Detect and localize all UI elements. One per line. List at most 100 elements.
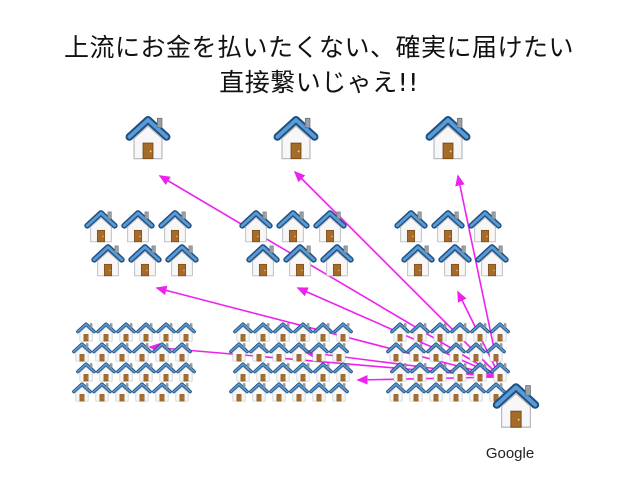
house-icon [129,118,166,158]
house-icon [329,381,349,403]
house-icon [161,212,189,242]
house-icon [471,212,499,242]
house-icon [249,341,269,363]
house-icon [313,361,333,383]
house-icon [333,321,353,343]
connection-arrow [455,174,501,378]
house-icon [309,381,329,403]
house-icon [426,381,446,403]
house-icon [116,361,136,383]
house-icon [116,321,136,343]
house-icon [72,381,92,403]
house-icon [429,118,466,158]
house-icon [176,321,196,343]
house-icon [289,381,309,403]
house-icon [229,341,249,363]
house-icon [76,361,96,383]
house-icon [386,381,406,403]
house-icon [269,381,289,403]
house-icon [286,246,314,276]
house-icon [430,321,450,343]
house-icon [390,321,410,343]
house-icon [277,118,314,158]
house-icon [131,246,159,276]
house-icon [486,341,506,363]
house-icon [92,341,112,363]
slide-title: 上流にお金を払いたくない、確実に届けたい [63,33,574,62]
house-icon [430,361,450,383]
house-icon [132,341,152,363]
house-icon [249,381,269,403]
house-icon [293,321,313,343]
house-icon [406,381,426,403]
house-icon [94,246,122,276]
house-icon [446,381,466,403]
house-icon [316,212,344,242]
slide-subtitle: 直接繋いじゃえ!! [219,68,419,97]
house-icon [233,321,253,343]
house-icon [313,321,333,343]
house-icon [168,246,196,276]
group-tier2-right [397,212,506,276]
house-icon [72,341,92,363]
house-icon [273,321,293,343]
house-icon [242,212,270,242]
group-tier2-left [87,212,196,276]
house-icon [279,212,307,242]
house-icon [76,321,96,343]
house-icon [152,341,172,363]
house-icon [441,246,469,276]
house-icon [323,246,351,276]
house-icon [87,212,115,242]
house-icon [253,361,273,383]
house-icon [397,212,425,242]
connection-arrow [158,175,501,378]
house-icon [136,361,156,383]
connection-arrow [293,170,501,378]
house-icon [450,321,470,343]
group-tier1-right [429,118,466,158]
house-icon [233,361,253,383]
house-icon [406,341,426,363]
house-icon [478,246,506,276]
house-icon [404,246,432,276]
house-icon [333,361,353,383]
house-icon [172,381,192,403]
group-tier2-mid [242,212,351,276]
house-icon [466,341,486,363]
house-icon [309,341,329,363]
house-icon [269,341,289,363]
house-icon [156,361,176,383]
hub-node: Google [486,386,535,462]
house-icon [156,321,176,343]
house-icon [386,341,406,363]
house-icon [96,361,116,383]
house-icon [273,361,293,383]
group-tier1-mid [277,118,314,158]
house-icon [329,341,349,363]
house-icon [466,381,486,403]
house-icon [490,321,510,343]
hub-label: Google [486,445,534,462]
house-icon [293,361,313,383]
group-tier1-left [129,118,166,158]
group-tier3-left [72,321,196,403]
house-icon [112,341,132,363]
house-icon [446,341,466,363]
house-icon [112,381,132,403]
house-icon [152,381,172,403]
house-icon [390,361,410,383]
house-icon [253,321,273,343]
house-icon [249,246,277,276]
house-icon [289,341,309,363]
house-icon [92,381,112,403]
house-icon [124,212,152,242]
house-icon [229,381,249,403]
house-icon [172,341,192,363]
group-tier3-right [386,321,510,403]
house-icon [132,381,152,403]
house-icon [136,321,156,343]
house-icon [450,361,470,383]
